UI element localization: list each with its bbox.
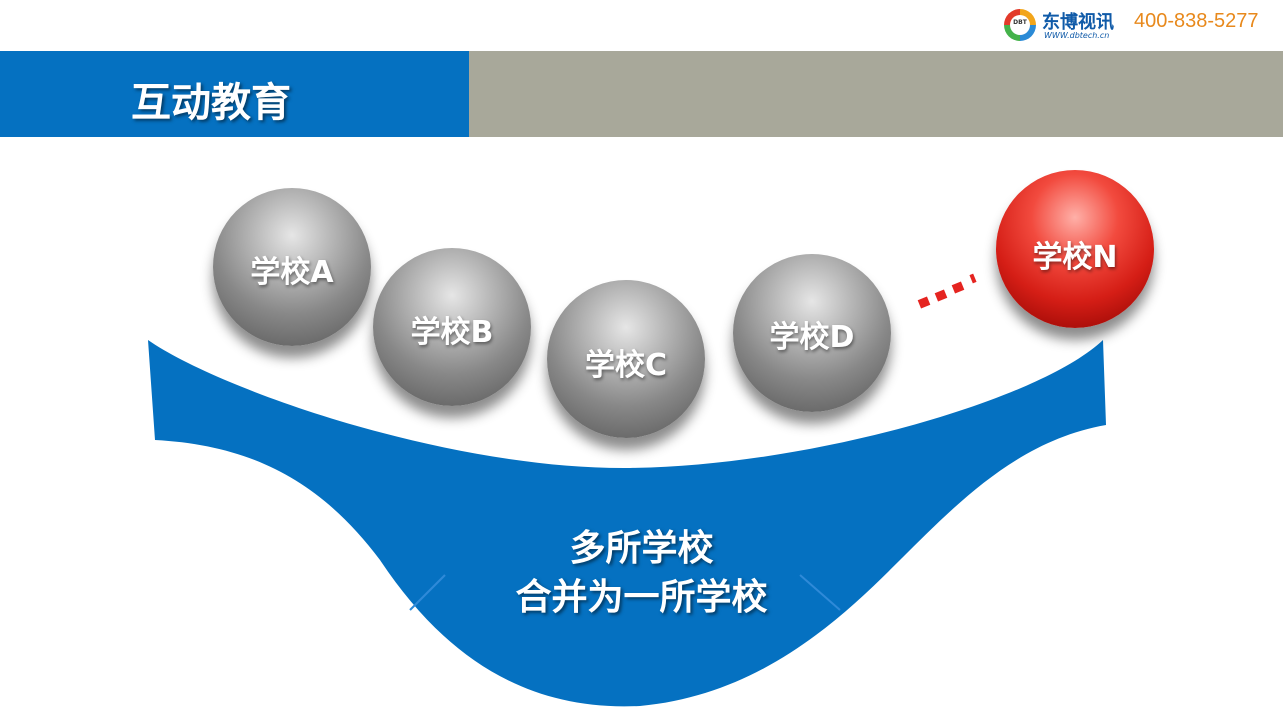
school-label-b: 学校B — [410, 315, 494, 350]
logo-mark-text: DBT — [1013, 19, 1027, 26]
merge-text-line1: 多所学校 — [569, 528, 714, 569]
school-label-d: 学校D — [769, 320, 855, 355]
school-sphere-c[interactable]: 学校C — [547, 280, 705, 438]
title-bar — [0, 51, 469, 137]
school-label-n: 学校N — [1032, 240, 1118, 275]
school-sphere-a[interactable]: 学校A — [213, 188, 371, 346]
school-label-a: 学校A — [250, 255, 334, 290]
merge-text-line2: 合并为一所学校 — [515, 577, 768, 618]
page-title: 互动教育 — [131, 80, 291, 126]
band-accent-right — [799, 574, 841, 611]
school-sphere-b[interactable]: 学校B — [373, 248, 531, 406]
school-sphere-d[interactable]: 学校D — [733, 254, 891, 412]
school-sphere-n[interactable]: 学校N — [996, 170, 1154, 328]
school-label-c: 学校C — [584, 348, 668, 383]
logo-mark-icon — [1004, 9, 1036, 41]
band-shape — [148, 340, 1106, 707]
title-bar-gray — [469, 51, 1283, 137]
logo-name: 东博视讯 — [1042, 12, 1114, 33]
phone-number: 400-838-5277 — [1134, 10, 1259, 32]
logo-url: WWW.dbtech.cn — [1044, 31, 1110, 40]
band-accent-left — [409, 574, 446, 611]
brand-logo[interactable]: DBT 东博视讯 WWW.dbtech.cn — [1004, 6, 1124, 44]
